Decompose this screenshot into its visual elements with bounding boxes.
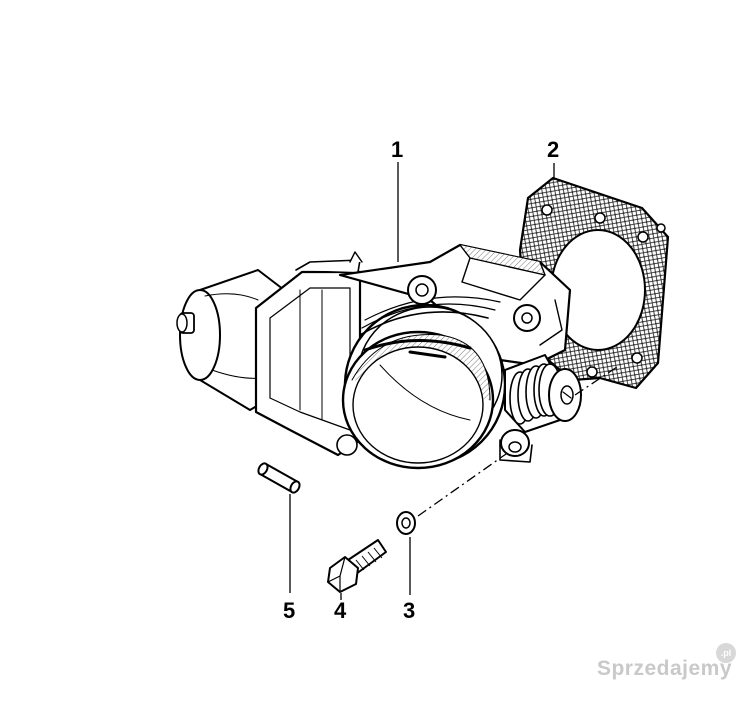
callout-5: 5 bbox=[283, 598, 296, 623]
callout-4: 4 bbox=[334, 598, 347, 623]
callout-3: 3 bbox=[403, 598, 416, 623]
assembly-axis bbox=[417, 364, 621, 517]
return-spring bbox=[504, 354, 582, 433]
callout-1: 1 bbox=[391, 137, 404, 162]
leader-lines bbox=[289, 162, 555, 600]
watermark-text: Sprzedajemy bbox=[596, 657, 732, 680]
throttle-body bbox=[176, 243, 582, 470]
dowel-pin bbox=[257, 462, 301, 494]
hex-bolt bbox=[327, 539, 387, 593]
washer bbox=[396, 511, 416, 535]
watermark-badge: .pl bbox=[716, 643, 736, 663]
callout-2: 2 bbox=[547, 137, 560, 162]
